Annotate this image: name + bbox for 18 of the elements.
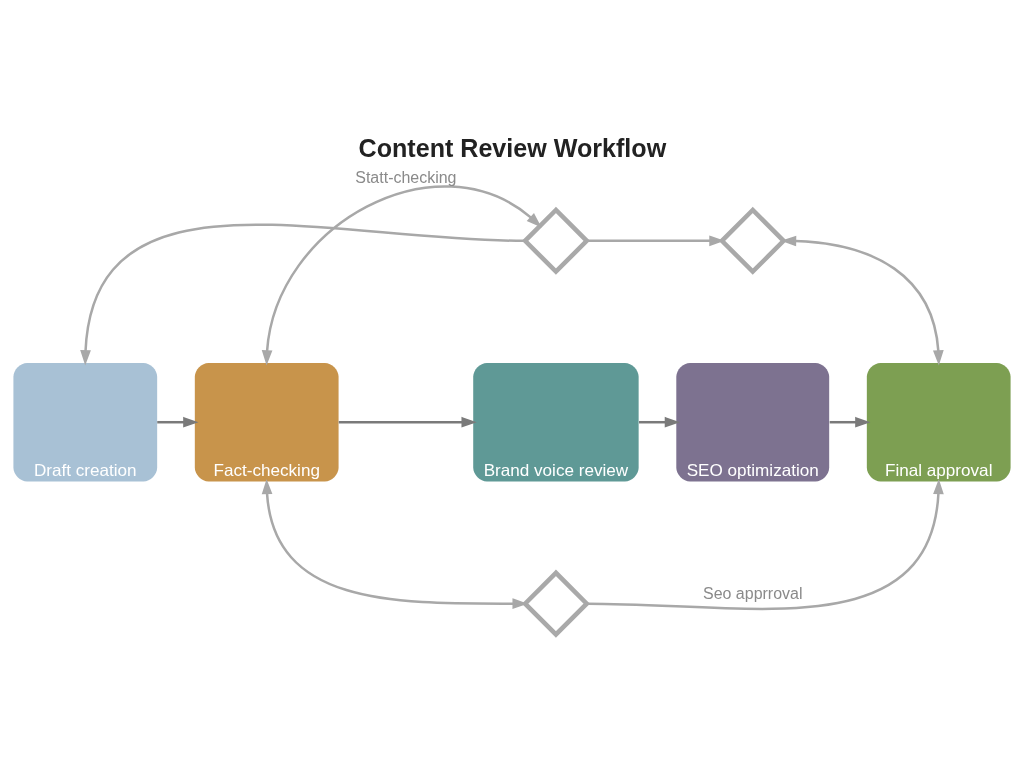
diagram-title: Content Review Workflow [358, 134, 667, 163]
arrow [639, 416, 681, 428]
arrow [157, 416, 199, 428]
arrow [261, 185, 542, 366]
node-box: Brand voice review [473, 362, 639, 482]
node-diamond [521, 206, 590, 275]
node-diamond [521, 569, 590, 638]
node-diamond [718, 206, 787, 275]
arrow [80, 223, 524, 366]
node-box: SEO optimization [676, 362, 830, 482]
edge-label: Statt-checking [355, 168, 457, 186]
arrow [338, 416, 477, 428]
edge-label: Seo apprroval [703, 585, 803, 603]
node-box: Fact-checking [194, 362, 339, 482]
arrow [829, 416, 871, 428]
node-box: Final approval [866, 362, 1011, 482]
arrow [587, 478, 944, 611]
node-box: Draft creation [13, 362, 158, 482]
